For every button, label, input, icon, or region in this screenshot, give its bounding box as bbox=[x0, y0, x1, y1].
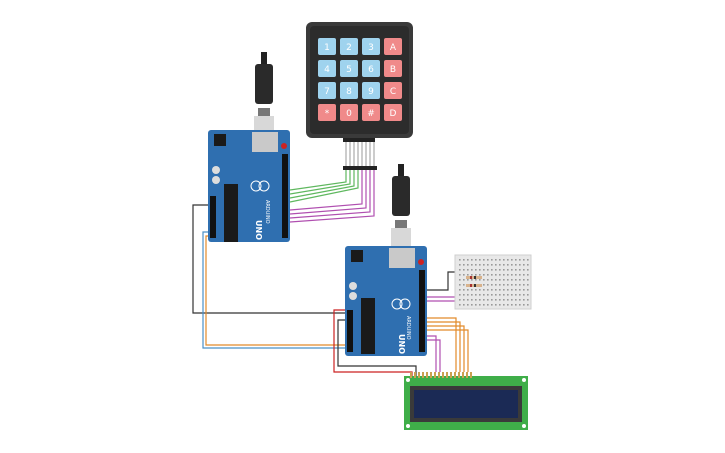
keypad-key-label: 6 bbox=[368, 65, 374, 75]
arduino-bottom-brand: ARDUINO bbox=[405, 316, 411, 340]
arduino-bottom-model: UNO bbox=[397, 334, 406, 354]
header-pins-bottom bbox=[347, 270, 425, 352]
keypad-key-A[interactable]: A bbox=[384, 38, 402, 55]
keypad-key-label: 2 bbox=[346, 43, 352, 53]
header-pins-top bbox=[210, 154, 288, 238]
keypad-key-6[interactable]: 6 bbox=[362, 60, 380, 77]
orange-wire bbox=[205, 235, 347, 346]
lcd-purple-wires bbox=[426, 335, 441, 372]
keypad-key-D[interactable]: D bbox=[384, 104, 402, 121]
usb-cable-bottom bbox=[391, 164, 411, 246]
usb-cable-top bbox=[254, 52, 274, 134]
keypad-key-C[interactable]: C bbox=[384, 82, 402, 99]
keypad-key-*[interactable]: * bbox=[318, 104, 336, 121]
blue-wire bbox=[202, 231, 347, 349]
keypad-key-label: 9 bbox=[368, 87, 374, 97]
keypad-key-label: 5 bbox=[346, 65, 352, 75]
keypad-key-5[interactable]: 5 bbox=[340, 60, 358, 77]
keypad-key-label: B bbox=[390, 65, 396, 75]
keypad-key-label: C bbox=[390, 87, 396, 97]
keypad-key-2[interactable]: 2 bbox=[340, 38, 358, 55]
keypad-key-label: 0 bbox=[346, 109, 352, 119]
arduino-top[interactable]: ARDUINO UNO bbox=[208, 52, 290, 242]
keypad-key-label: 7 bbox=[324, 87, 330, 97]
keypad-key-label: 8 bbox=[346, 87, 352, 97]
lcd-pins bbox=[410, 372, 472, 378]
keypad-key-4[interactable]: 4 bbox=[318, 60, 336, 77]
keypad[interactable]: 1 2 3 A 4 5 6 B 7 8 9 C * 0 # D bbox=[306, 22, 413, 170]
resistors bbox=[466, 276, 482, 287]
keypad-key-label: 4 bbox=[324, 65, 330, 75]
keypad-key-0[interactable]: 0 bbox=[340, 104, 358, 121]
keypad-key-3[interactable]: 3 bbox=[362, 38, 380, 55]
keypad-key-label: 1 bbox=[324, 43, 330, 53]
keypad-key-label: * bbox=[325, 109, 330, 119]
keypad-key-label: D bbox=[390, 109, 397, 119]
black-wire-left bbox=[192, 204, 350, 314]
keypad-key-9[interactable]: 9 bbox=[362, 82, 380, 99]
black-wire-lcd bbox=[337, 319, 417, 378]
lcd-display[interactable] bbox=[404, 372, 528, 430]
keypad-key-label: # bbox=[367, 109, 375, 119]
keypad-key-8[interactable]: 8 bbox=[340, 82, 358, 99]
keypad-key-1[interactable]: 1 bbox=[318, 38, 336, 55]
arduino-bottom[interactable]: ARDUINO UNO bbox=[345, 164, 427, 356]
keypad-green-wires bbox=[289, 170, 359, 203]
arduino-top-brand: ARDUINO bbox=[264, 200, 270, 224]
keypad-purple-wires bbox=[289, 170, 375, 223]
keypad-pins bbox=[345, 142, 375, 170]
lcd-orange-wires bbox=[426, 317, 469, 372]
keypad-key-#[interactable]: # bbox=[362, 104, 380, 121]
keypad-key-B[interactable]: B bbox=[384, 60, 402, 77]
keypad-key-7[interactable]: 7 bbox=[318, 82, 336, 99]
keypad-key-label: 3 bbox=[368, 43, 374, 53]
keypad-connector bbox=[343, 138, 375, 142]
arduino-top-model: UNO bbox=[254, 220, 263, 240]
breadboard[interactable] bbox=[454, 254, 532, 310]
keypad-key-label: A bbox=[390, 43, 397, 53]
